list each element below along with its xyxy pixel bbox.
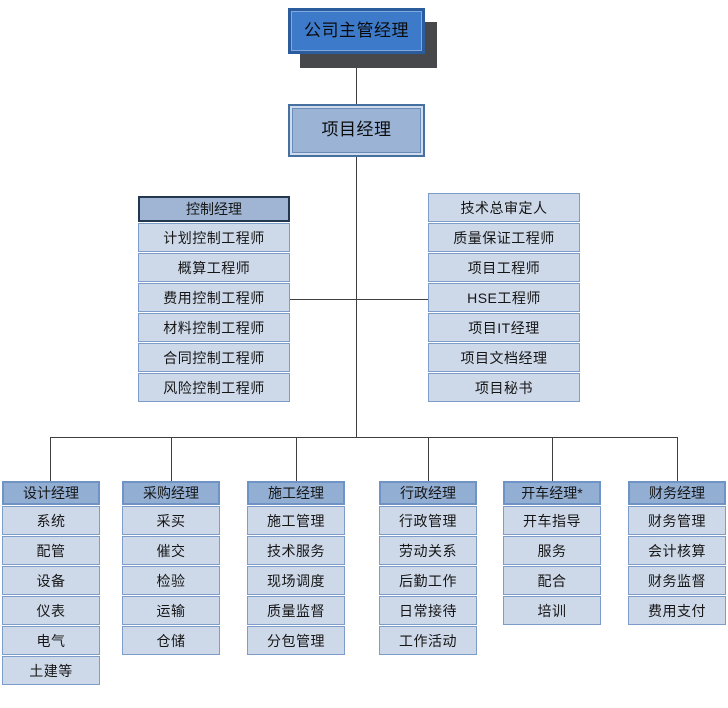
department-column-construction: 施工经理 施工管理技术服务现场调度质量监督分包管理: [247, 481, 345, 655]
root-box: 公司主管经理: [288, 8, 425, 54]
connector-pm-to-branch: [356, 157, 357, 437]
org-item: 配管: [2, 536, 100, 565]
org-item: 电气: [2, 626, 100, 655]
org-item: 费用控制工程师: [138, 283, 290, 312]
control-column-items: 计划控制工程师概算工程师费用控制工程师材料控制工程师合同控制工程师风险控制工程师: [138, 223, 290, 402]
org-item: 仓储: [122, 626, 220, 655]
project-manager-label: 项目经理: [321, 120, 392, 140]
org-item: 服务: [503, 536, 601, 565]
connector-drop-construction: [296, 437, 297, 481]
control-column: 控制经理 计划控制工程师概算工程师费用控制工程师材料控制工程师合同控制工程师风险…: [138, 196, 290, 402]
department-items: 开车指导服务配合培训: [503, 506, 601, 625]
org-item: 项目秘书: [428, 373, 580, 402]
org-item: 财务监督: [628, 566, 726, 595]
org-item: 风险控制工程师: [138, 373, 290, 402]
org-item: 系统: [2, 506, 100, 535]
org-item: 运输: [122, 596, 220, 625]
department-column-procurement: 采购经理 采买催交检验运输仓储: [122, 481, 220, 655]
org-item: 土建等: [2, 656, 100, 685]
org-item: 行政管理: [379, 506, 477, 535]
org-item: 分包管理: [247, 626, 345, 655]
org-item: 开车指导: [503, 506, 601, 535]
connector-drop-procurement: [171, 437, 172, 481]
department-column-design: 设计经理 系统配管设备仪表电气土建等: [2, 481, 100, 685]
org-item: HSE工程师: [428, 283, 580, 312]
org-item: 日常接待: [379, 596, 477, 625]
org-item: 项目文档经理: [428, 343, 580, 372]
project-manager-box: 项目经理: [288, 104, 425, 157]
org-item: 计划控制工程师: [138, 223, 290, 252]
root-label: 公司主管经理: [304, 20, 409, 40]
org-item: 财务管理: [628, 506, 726, 535]
org-item: 项目工程师: [428, 253, 580, 282]
department-items: 施工管理技术服务现场调度质量监督分包管理: [247, 506, 345, 655]
org-item: 仪表: [2, 596, 100, 625]
org-item: 质量保证工程师: [428, 223, 580, 252]
org-item: 培训: [503, 596, 601, 625]
org-item: 工作活动: [379, 626, 477, 655]
org-item: 费用支付: [628, 596, 726, 625]
org-item: 项目IT经理: [428, 313, 580, 342]
department-column-startup: 开车经理* 开车指导服务配合培训: [503, 481, 601, 625]
department-header: 行政经理: [379, 481, 477, 505]
org-item: 催交: [122, 536, 220, 565]
connector-mid-horizontal: [290, 299, 428, 300]
department-header: 采购经理: [122, 481, 220, 505]
org-item: 配合: [503, 566, 601, 595]
org-item: 现场调度: [247, 566, 345, 595]
department-items: 行政管理劳动关系后勤工作日常接待工作活动: [379, 506, 477, 655]
org-item: 技术服务: [247, 536, 345, 565]
department-header: 开车经理*: [503, 481, 601, 505]
department-header: 施工经理: [247, 481, 345, 505]
connector-branch-horizontal: [50, 437, 678, 438]
org-item: 合同控制工程师: [138, 343, 290, 372]
department-items: 系统配管设备仪表电气土建等: [2, 506, 100, 685]
org-item: 材料控制工程师: [138, 313, 290, 342]
control-column-header: 控制经理: [138, 196, 290, 222]
connector-drop-startup: [552, 437, 553, 481]
department-column-admin: 行政经理 行政管理劳动关系后勤工作日常接待工作活动: [379, 481, 477, 655]
connector-drop-design: [50, 437, 51, 481]
org-item: 会计核算: [628, 536, 726, 565]
org-item: 概算工程师: [138, 253, 290, 282]
org-item: 检验: [122, 566, 220, 595]
org-item: 技术总审定人: [428, 193, 580, 222]
org-item: 质量监督: [247, 596, 345, 625]
department-items: 采买催交检验运输仓储: [122, 506, 220, 655]
department-header: 设计经理: [2, 481, 100, 505]
connector-drop-finance: [677, 437, 678, 481]
department-column-finance: 财务经理 财务管理会计核算财务监督费用支付: [628, 481, 726, 625]
org-item: 设备: [2, 566, 100, 595]
department-items: 财务管理会计核算财务监督费用支付: [628, 506, 726, 625]
org-item: 劳动关系: [379, 536, 477, 565]
org-item: 采买: [122, 506, 220, 535]
connector-root-to-pm: [356, 54, 357, 104]
connector-drop-admin: [428, 437, 429, 481]
org-item: 后勤工作: [379, 566, 477, 595]
org-item: 施工管理: [247, 506, 345, 535]
department-header: 财务经理: [628, 481, 726, 505]
